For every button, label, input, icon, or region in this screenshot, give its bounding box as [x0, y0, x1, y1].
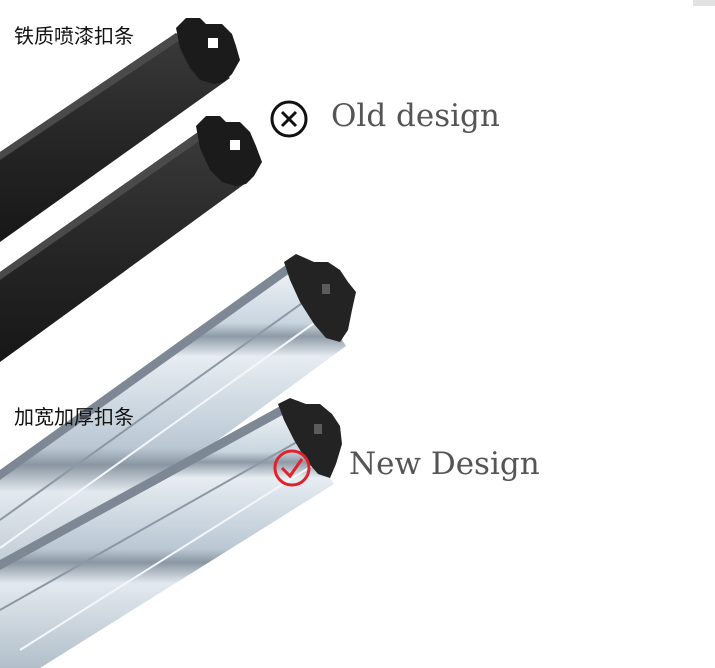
new-design-caption: New Design — [349, 446, 540, 482]
old-design-caption: Old design — [331, 98, 500, 134]
old-strip-top — [0, 18, 240, 242]
check-circle-icon — [273, 449, 311, 487]
new-strip-bottom — [0, 398, 342, 668]
x-circle-icon — [270, 100, 308, 138]
new-strip-label: 加宽加厚扣条 — [14, 405, 134, 429]
old-strip-label: 铁质喷漆扣条 — [14, 24, 134, 48]
old-strip-bottom — [0, 116, 262, 362]
corner-mark — [693, 0, 715, 6]
